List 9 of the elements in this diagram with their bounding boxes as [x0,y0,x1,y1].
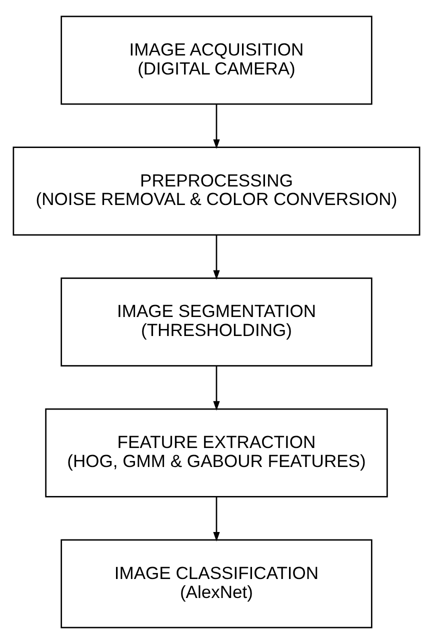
node-box: PREPROCESSING (NOISE REMOVAL & COLOR CONVERSION) [12,146,420,236]
arrow [213,235,220,280]
node-box: IMAGE ACQUISITION (DIGITAL CAMERA) [60,16,372,105]
node-box: FEATURE EXTRACTION (HOG, GMM & GABOUR FEATURES) [45,408,388,498]
arrow [213,104,220,149]
node-box: IMAGE SEGMENTATION (THRESHOLDING) [60,277,372,367]
node-box: IMAGE CLASSIFICATION (AlexNet) [60,539,372,628]
arrow [213,496,220,542]
arrow [213,366,220,411]
